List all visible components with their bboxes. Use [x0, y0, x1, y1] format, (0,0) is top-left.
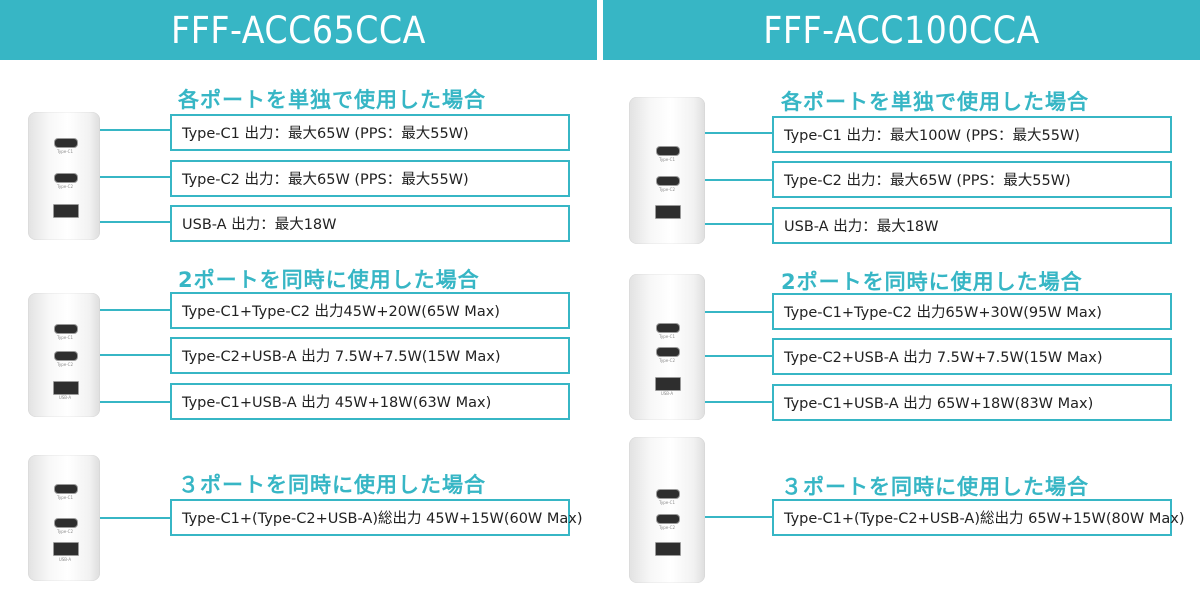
type-c1-port — [656, 323, 680, 333]
usb-a-port — [53, 381, 79, 395]
spec-text: USB-A 出力：最大18W — [784, 219, 939, 235]
port-label: Type-C1 — [659, 334, 675, 339]
usb-a-port — [655, 542, 681, 556]
port-label: Type-C2 — [57, 362, 73, 367]
spec-text: Type-C1 出力：最大65W (PPS：最大55W) — [182, 126, 469, 142]
type-c2-port — [54, 518, 78, 528]
spec-text: Type-C2+USB-A 出力 7.5W+7.5W(15W Max) — [182, 349, 501, 365]
spec-text: USB-A 出力：最大18W — [182, 217, 337, 233]
spec-text: Type-C1+Type-C2 出力65W+30W(95W Max) — [784, 305, 1102, 321]
left-model-banner: FFF-ACC65CCA — [0, 0, 597, 60]
right-model-banner: FFF-ACC100CCA — [603, 0, 1200, 60]
port-label: Type-C1 — [659, 500, 675, 505]
left-charger-image-1: Type-C1 Type-C2 — [28, 112, 100, 240]
spec-text: Type-C2 出力：最大65W (PPS：最大55W) — [784, 173, 1071, 189]
usb-a-port — [655, 205, 681, 219]
left-spec-box: Type-C2 出力：最大65W (PPS：最大55W) — [170, 160, 570, 197]
spec-text: Type-C2 出力：最大65W (PPS：最大55W) — [182, 172, 469, 188]
left-spec-box: Type-C1+USB-A 出力 45W+18W(63W Max) — [170, 383, 570, 420]
spec-text: Type-C1+(Type-C2+USB-A)総出力 65W+15W(80W M… — [784, 511, 1185, 527]
right-charger-image-1: Type-C1 Type-C2 — [629, 97, 705, 244]
spec-text: Type-C1+USB-A 出力 45W+18W(63W Max) — [182, 395, 492, 411]
right-spec-box: USB-A 出力：最大18W — [772, 207, 1172, 244]
usb-a-port — [655, 377, 681, 391]
right-spec-box: Type-C1 出力：最大100W (PPS：最大55W) — [772, 116, 1172, 153]
right-spec-box: Type-C1+(Type-C2+USB-A)総出力 65W+15W(80W M… — [772, 499, 1185, 536]
spec-text: Type-C2+USB-A 出力 7.5W+7.5W(15W Max) — [784, 350, 1103, 366]
port-label: Type-C1 — [57, 335, 73, 340]
left-spec-box: Type-C1+(Type-C2+USB-A)総出力 45W+15W(60W M… — [170, 499, 583, 536]
right-spec-box: Type-C1+Type-C2 出力65W+30W(95W Max) — [772, 293, 1172, 330]
type-c2-port — [54, 351, 78, 361]
port-label: Type-C2 — [659, 525, 675, 530]
right-spec-box: Type-C2 出力：最大65W (PPS：最大55W) — [772, 161, 1172, 198]
right-model-title: FFF-ACC100CCA — [763, 8, 1040, 52]
port-label: Type-C1 — [57, 495, 73, 500]
right-section1-title: 各ポートを単独で使用した場合 — [781, 90, 1089, 114]
type-c1-port — [656, 489, 680, 499]
spec-text: Type-C1+USB-A 出力 65W+18W(83W Max) — [784, 396, 1094, 412]
right-spec-box: Type-C1+USB-A 出力 65W+18W(83W Max) — [772, 384, 1172, 421]
spec-text: Type-C1+(Type-C2+USB-A)総出力 45W+15W(60W M… — [182, 511, 583, 527]
left-section3-title: ３ポートを同時に使用した場合 — [178, 473, 486, 497]
type-c2-port — [656, 176, 680, 186]
right-section3-title: ３ポートを同時に使用した場合 — [781, 475, 1089, 499]
port-label: Type-C2 — [659, 187, 675, 192]
port-label: USB-A — [660, 391, 674, 396]
type-c1-port — [656, 146, 680, 156]
left-model-title: FFF-ACC65CCA — [171, 8, 426, 52]
left-charger-image-2: Type-C1 Type-C2 USB-A — [28, 293, 100, 417]
left-spec-box: Type-C1+Type-C2 出力45W+20W(65W Max) — [170, 292, 570, 329]
left-section2-title: 2ポートを同時に使用した場合 — [178, 268, 480, 292]
port-label: Type-C2 — [57, 529, 73, 534]
usb-a-port — [53, 542, 79, 556]
port-label: USB-A — [58, 557, 72, 562]
right-charger-image-2: Type-C1 Type-C2 USB-A — [629, 274, 705, 420]
left-charger-image-3: Type-C1 Type-C2 USB-A — [28, 455, 100, 581]
type-c2-port — [656, 347, 680, 357]
spec-text: Type-C1 出力：最大100W (PPS：最大55W) — [784, 128, 1080, 144]
left-spec-box: USB-A 出力：最大18W — [170, 205, 570, 242]
right-section2-title: 2ポートを同時に使用した場合 — [781, 270, 1083, 294]
type-c1-port — [54, 324, 78, 334]
right-spec-box: Type-C2+USB-A 出力 7.5W+7.5W(15W Max) — [772, 338, 1172, 375]
spec-text: Type-C1+Type-C2 出力45W+20W(65W Max) — [182, 304, 500, 320]
port-label: Type-C1 — [659, 157, 675, 162]
right-charger-image-3: Type-C1 Type-C2 — [629, 437, 705, 583]
type-c2-port — [656, 514, 680, 524]
port-label: Type-C2 — [57, 184, 73, 189]
left-section1-title: 各ポートを単独で使用した場合 — [178, 88, 486, 112]
port-label: Type-C2 — [659, 358, 675, 363]
left-spec-box: Type-C2+USB-A 出力 7.5W+7.5W(15W Max) — [170, 337, 570, 374]
type-c2-port — [54, 173, 78, 183]
port-label: Type-C1 — [57, 149, 73, 154]
type-c1-port — [54, 484, 78, 494]
type-c1-port — [54, 138, 78, 148]
left-spec-box: Type-C1 出力：最大65W (PPS：最大55W) — [170, 114, 570, 151]
port-label: USB-A — [58, 395, 72, 400]
usb-a-port — [53, 204, 79, 218]
